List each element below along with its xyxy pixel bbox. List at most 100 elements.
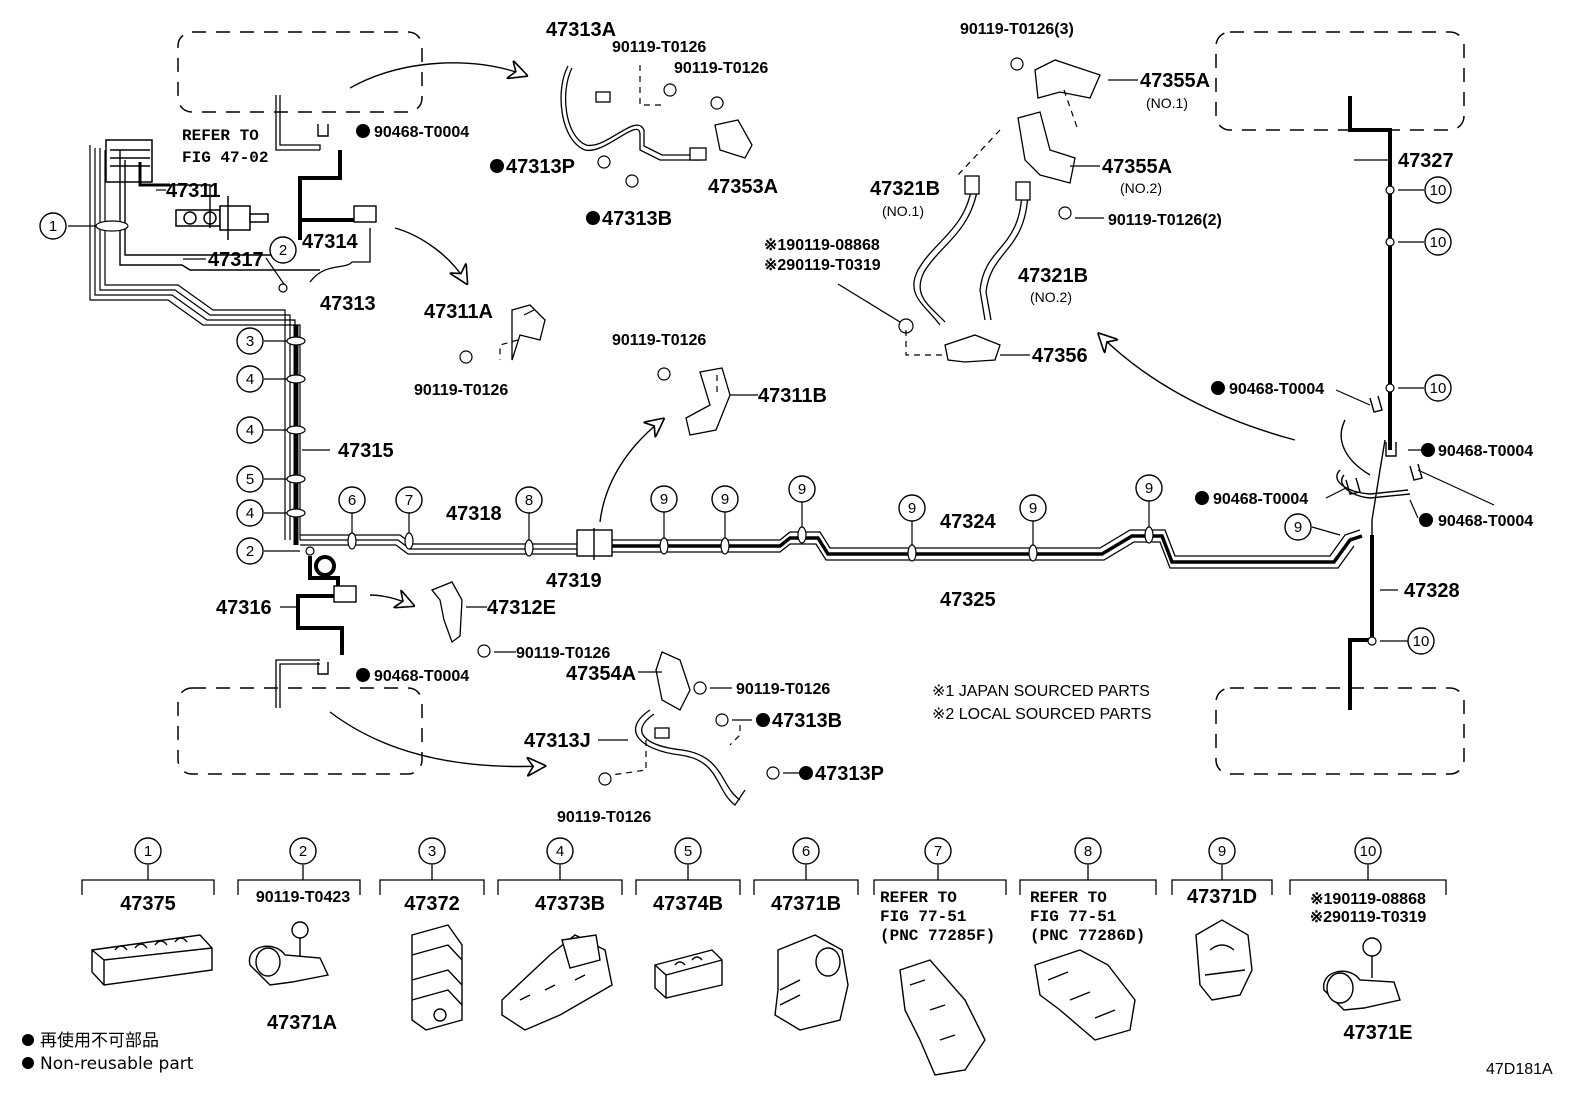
- label-47356: 47356: [1032, 345, 1088, 367]
- callout-10: 10: [1430, 234, 1447, 251]
- label-no2-hose: (NO.2): [1030, 289, 1072, 305]
- clamp-part-3: 47372: [404, 893, 460, 915]
- callout-ticks-lines: [351, 501, 1150, 545]
- label-leaders: [68, 79, 1495, 774]
- arrow-to-47313A: [349, 63, 525, 89]
- label-bolt-g: 90119-T0126: [557, 809, 651, 826]
- callout-1: 1: [49, 218, 57, 235]
- label-47311: 47311: [166, 180, 221, 202]
- label-47353A: 47353A: [708, 176, 778, 198]
- rear-right-area-box: [1215, 687, 1465, 775]
- callout-9: 9: [908, 500, 916, 517]
- non-reusable-dots: [356, 124, 1435, 780]
- label-bolt-a: 90119-T0126: [612, 39, 706, 56]
- hose-47321B-no1: [913, 175, 980, 326]
- callout-10: 10: [1413, 633, 1430, 650]
- rear-left-area-box: [177, 687, 423, 775]
- label-47325: 47325: [940, 589, 996, 611]
- clip-markers: [317, 124, 1423, 675]
- main-tube-lines: [300, 528, 1363, 569]
- clamp-num-7: 7: [934, 843, 942, 860]
- label-47355A-no2: 47355A: [1102, 156, 1172, 178]
- tube-bundle-left: [89, 145, 320, 545]
- label-bolt-f: 90119-T0126: [736, 681, 830, 698]
- label-47316: 47316: [216, 597, 272, 619]
- label-clip-d: 90468-T0004: [1438, 443, 1533, 460]
- label-no2: (NO.2): [1120, 180, 1162, 196]
- label-bolt-d: 90119-T0126: [414, 382, 508, 399]
- clamp-part-4: 47373B: [535, 893, 605, 915]
- label-47313P: 47313P: [506, 156, 575, 178]
- callout-9: 9: [1145, 480, 1153, 497]
- clamp-num-10: 10: [1360, 843, 1377, 860]
- bracket-47354A: [655, 651, 691, 711]
- label-japan-bolt: ※190119-08868: [764, 237, 880, 254]
- tube-47314: [275, 95, 377, 283]
- label-47311B: 47311B: [758, 385, 827, 407]
- hose-47313A: [560, 65, 707, 161]
- label-bolt-e: 90119-T0126: [516, 645, 610, 662]
- hose-47321B-no2: [979, 181, 1031, 321]
- callout-4: 4: [246, 422, 254, 439]
- bracket-47311A: [511, 304, 546, 361]
- tube-47316: [275, 555, 357, 708]
- label-47312E: 47312E: [487, 597, 556, 619]
- label-47313P-rear: 47313P: [815, 763, 884, 785]
- bracket-47355A-no2: [1017, 111, 1076, 184]
- clamp-japan-10: ※190119-08868: [1310, 891, 1426, 908]
- label-clip-c: 90468-T0004: [1229, 381, 1324, 398]
- label-47315: 47315: [338, 440, 394, 462]
- callout-4: 4: [246, 371, 254, 388]
- clamp-num-4: 4: [556, 843, 564, 860]
- label-47313A: 47313A: [546, 19, 616, 41]
- callout-numbers: 1 2 3 4 4 5 4 2 6 7 8 9 9 9 9 9 9 9 10 1…: [49, 182, 1447, 650]
- callout-9: 9: [660, 491, 668, 508]
- label-clip-b: 90468-T0004: [374, 668, 469, 685]
- clamp-ref-8a: REFER TO: [1030, 889, 1107, 907]
- label-47327: 47327: [1398, 150, 1454, 172]
- callout-ticks: [95, 185, 1395, 646]
- callout-8: 8: [525, 492, 533, 509]
- hose-47313J: [635, 709, 746, 806]
- clamp-ref-8b: FIG 77-51: [1030, 908, 1116, 926]
- front-left-area-box: [177, 31, 423, 113]
- arrow-to-47356: [1100, 335, 1296, 441]
- refer-to-text: REFER TO: [182, 127, 259, 145]
- arrow-to-47312E: [369, 595, 412, 605]
- clamp-part-9: 47371D: [1187, 886, 1257, 908]
- bracket-47355A-no1: [1034, 59, 1101, 99]
- label-bolt-c: 90119-T0126: [612, 332, 706, 349]
- label-local-bolt: ※290119-T0319: [764, 257, 881, 274]
- label-47311A: 47311A: [424, 301, 493, 323]
- clamp-part-2: 47371A: [267, 1012, 337, 1034]
- callout-10: 10: [1430, 182, 1447, 199]
- clamp-part-5: 47374B: [653, 893, 723, 915]
- refer-label: REFER TO FIG 47-02: [182, 127, 268, 167]
- arrow-to-47311A: [394, 227, 466, 282]
- callout-2: 2: [279, 242, 287, 259]
- label-47319: 47319: [546, 570, 602, 592]
- clamp-ref-7b: FIG 77-51: [880, 908, 966, 926]
- callout-3: 3: [246, 333, 254, 350]
- label-bolt-2: 90119-T0126(2): [1108, 212, 1222, 229]
- legend-english: Non-reusable part: [40, 1054, 194, 1074]
- callout-7: 7: [405, 492, 413, 509]
- label-clip-e: 90468-T0004: [1213, 491, 1308, 508]
- clamp-bolt-2: 90119-T0423: [256, 889, 350, 906]
- label-no1-hose: (NO.1): [882, 203, 924, 219]
- note-local: ※2 LOCAL SOURCED PARTS: [932, 706, 1151, 723]
- note-japan: ※1 JAPAN SOURCED PARTS: [932, 683, 1150, 700]
- clamp-num-3: 3: [428, 843, 436, 860]
- clamp-num-9: 9: [1218, 843, 1226, 860]
- label-47328: 47328: [1404, 580, 1460, 602]
- front-right-area-box: [1215, 31, 1465, 131]
- callout-2: 2: [246, 543, 254, 560]
- callout-10: 10: [1430, 380, 1447, 397]
- label-47354A: 47354A: [566, 663, 636, 685]
- clamp-part-1: 47375: [120, 893, 176, 915]
- label-no1: (NO.1): [1146, 95, 1188, 111]
- label-47313B: 47313B: [602, 208, 672, 230]
- bracket-47356: [944, 334, 1001, 363]
- callout-5: 5: [246, 471, 254, 488]
- legend-japanese: 再使用不可部品: [40, 1030, 159, 1051]
